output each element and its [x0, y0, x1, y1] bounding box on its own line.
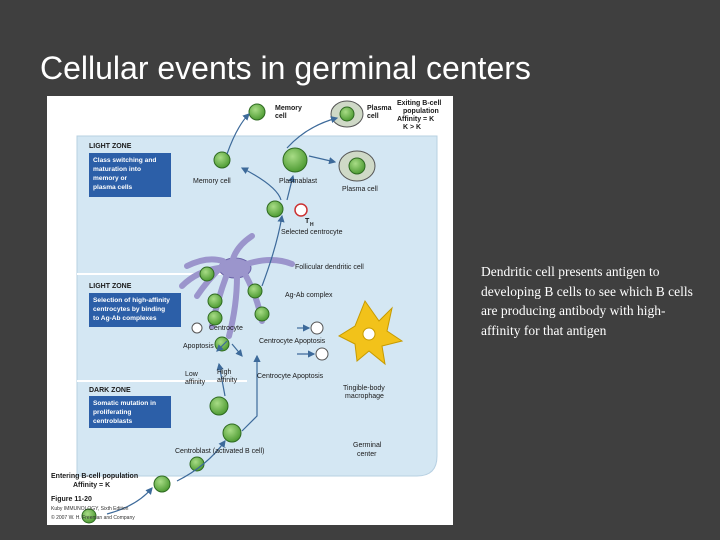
- germinal-center-diagram: LIGHT ZONE LIGHT ZONE DARK ZONE Class sw…: [51, 100, 441, 524]
- macrophage-nucleus: [362, 327, 376, 341]
- label-th-sub: H: [310, 222, 314, 228]
- box1-line4: plasma cells: [93, 184, 133, 191]
- box-selection: [89, 293, 181, 327]
- label-follicular-dendritic-cell: Follicular dendritic cell: [295, 264, 364, 271]
- box2-line3: to Ag-Ab complexes: [93, 315, 157, 322]
- label-figure-number: Figure 11-20: [51, 496, 92, 503]
- label-plasma-cell-top-1: Plasma: [367, 105, 392, 112]
- label-apoptosis: Apoptosis: [183, 343, 214, 350]
- label-exiting-2: population: [403, 108, 439, 115]
- label-exiting-3: Affinity = K: [397, 116, 434, 123]
- b-cells: [81, 103, 308, 524]
- box-somatic-mutation: [89, 396, 171, 428]
- th-cell: [294, 203, 308, 217]
- zone-label-light-1: LIGHT ZONE: [89, 143, 132, 150]
- box1-line1: Class switching and: [93, 157, 156, 164]
- box-class-switching: [89, 153, 171, 197]
- label-plasma-cell-top-2: cell: [367, 113, 379, 120]
- arrows: [106, 113, 339, 515]
- label-ag-ab-complex: Ag-Ab complex: [285, 292, 333, 299]
- label-memory-cell-top-2: cell: [275, 113, 287, 120]
- label-copyright: © 2007 W. H. Freeman and Company: [51, 514, 135, 521]
- zone-label-dark: DARK ZONE: [89, 387, 131, 394]
- box2-line2: centrocytes by binding: [93, 306, 165, 313]
- label-low-affinity-2: affinity: [185, 379, 206, 386]
- slide-title: Cellular events in germinal centers: [40, 50, 531, 86]
- label-tingible-2: macrophage: [345, 393, 384, 400]
- box3-line2: proliferating: [93, 409, 131, 416]
- label-entering-2: Affinity = K: [73, 482, 110, 489]
- apoptotic-cells: [191, 321, 329, 361]
- label-centrocyte: Centrocyte: [209, 325, 243, 332]
- label-entering-1: Entering B-cell population: [51, 473, 138, 480]
- germinal-center-figure: LIGHT ZONE LIGHT ZONE DARK ZONE Class sw…: [47, 96, 453, 525]
- label-centrocyte-apoptosis-2: Centrocyte Apoptosis: [257, 373, 324, 380]
- label-exiting-4: K > K: [403, 124, 421, 131]
- label-low-affinity-1: Low: [185, 371, 199, 378]
- box3-line1: Somatic mutation in: [93, 400, 156, 407]
- label-centrocyte-apoptosis-1: Centrocyte Apoptosis: [259, 338, 326, 345]
- label-th: T: [305, 218, 310, 225]
- label-memory-cell-top-1: Memory: [275, 105, 302, 112]
- label-high-affinity-2: affinity: [217, 377, 238, 384]
- label-high-affinity-1: High: [217, 369, 232, 376]
- label-memory-cell: Memory cell: [193, 178, 231, 185]
- box2-line1: Selection of high-affinity: [93, 297, 170, 304]
- label-centroblast: Centroblast (activated B cell): [175, 448, 264, 455]
- label-book: Kuby IMMUNOLOGY, Sixth Edition: [51, 506, 129, 512]
- label-tingible-1: Tingible-body: [343, 385, 385, 392]
- zone-label-light-2: LIGHT ZONE: [89, 283, 132, 290]
- label-exiting-1: Exiting B-cell: [397, 100, 441, 107]
- label-selected-centrocyte: Selected centrocyte: [281, 229, 343, 236]
- box1-line2: maturation into: [93, 166, 141, 173]
- label-germinal-1: Germinal: [353, 442, 382, 449]
- box1-line3: memory or: [93, 175, 128, 182]
- label-plasma-cell: Plasma cell: [342, 186, 378, 193]
- slide-caption: Dendritic cell presents antigen to devel…: [481, 264, 693, 338]
- label-plasmablast: Plasmablast: [279, 178, 317, 185]
- label-germinal-2: center: [357, 451, 377, 458]
- box3-line3: centroblasts: [93, 418, 133, 425]
